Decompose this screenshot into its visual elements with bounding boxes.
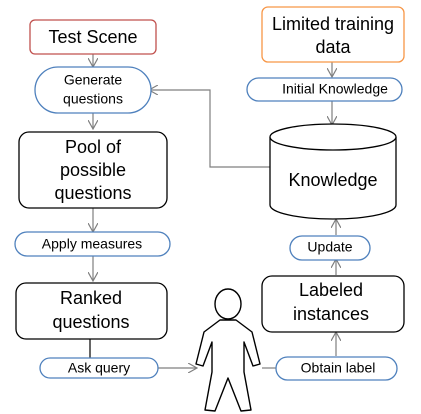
- test-scene-box: [29, 19, 157, 55]
- labeled-instances-line1: Labeled: [299, 280, 363, 300]
- generate-questions-ellipse: [34, 66, 152, 114]
- ask-query-ellipse: [39, 357, 159, 379]
- pool-box: [18, 131, 168, 209]
- initial-knowledge-label: Initial Knowledge: [282, 81, 388, 97]
- ranked-label-line1: Ranked: [60, 288, 122, 308]
- update-label: Update: [307, 239, 352, 255]
- labeled-instances-line2: instances: [293, 304, 369, 324]
- apply-measures-label: Apply measures: [42, 236, 142, 252]
- obtain-label-ellipse: [275, 356, 398, 381]
- limited-training-data-line1: Limited training: [272, 14, 394, 34]
- test-scene-label: Test Scene: [48, 27, 137, 47]
- ranked-box: [15, 282, 168, 340]
- knowledge-cylinder: [269, 123, 397, 220]
- generate-questions-label-line2: questions: [63, 91, 123, 107]
- obtain-label-label: Obtain label: [301, 360, 376, 376]
- pool-label-line3: questions: [54, 183, 131, 203]
- ranked-label-line2: questions: [52, 312, 129, 332]
- knowledge-label: Knowledge: [288, 170, 377, 190]
- arrow-knowledge-to-generate: [150, 90, 270, 168]
- pool-label-line2: possible: [60, 160, 126, 180]
- limited-training-data-box: [261, 6, 405, 63]
- limited-training-data-line2: data: [315, 37, 351, 57]
- connectors: [90, 54, 336, 368]
- initial-knowledge-ellipse: [246, 77, 403, 102]
- generate-questions-label-line1: Generate: [64, 72, 123, 88]
- apply-measures-ellipse: [14, 231, 171, 257]
- update-ellipse: [289, 235, 371, 261]
- pool-label-line1: Pool of: [65, 137, 122, 157]
- ask-query-label: Ask query: [68, 360, 130, 376]
- person-icon: [195, 288, 261, 412]
- labeled-instances-box: [261, 275, 405, 333]
